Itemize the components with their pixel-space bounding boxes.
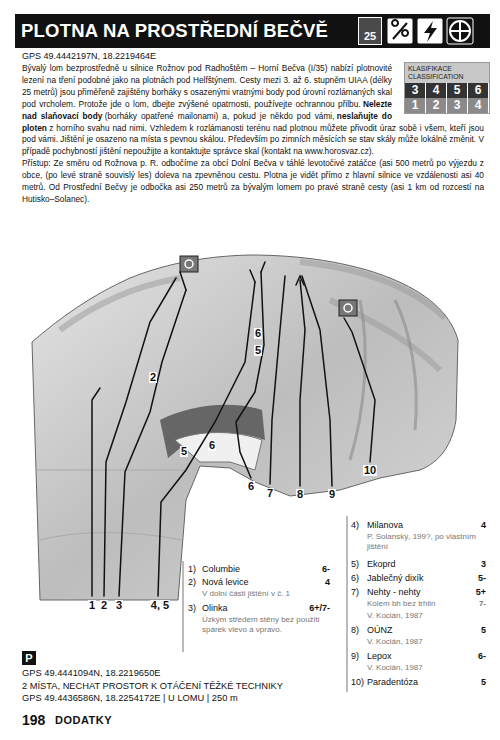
access-paragraph: Přístup: Ze směru od Rožnova p. R. odboč… [22, 158, 484, 206]
route-grade: 4 [450, 520, 486, 531]
route-note: V. Kocián, 1987 [367, 637, 479, 647]
route-number: 6 [254, 328, 262, 339]
rock-face [32, 255, 458, 600]
route-number: 5 [180, 446, 188, 457]
route-name: Ekoprd [367, 559, 396, 570]
grade-row: 3456 [405, 83, 489, 98]
route-number: 6 [247, 481, 255, 492]
classification-header: KLASIFIKACE CLASSIFICATION [405, 63, 489, 83]
route-number: 5 [254, 345, 262, 356]
route-index: 7) [351, 587, 359, 598]
route-note: Úzkým středem stěny bez použití spárek v… [202, 615, 340, 635]
route-index: 2) [188, 577, 196, 588]
route-name: Jablečný dixík [367, 573, 424, 584]
route-number: 2 [100, 600, 108, 611]
grade-cell: 4 [468, 98, 489, 113]
classification-title: KLASIFIKACE CLASSIFICATION [408, 65, 460, 81]
route-name: Lepox [367, 651, 392, 662]
body-text: z horního svahu nad nimi. Vzhledem k roz… [22, 123, 484, 157]
route-index: 5) [351, 559, 359, 570]
route-number: 2 [149, 372, 157, 383]
route-index: 6) [351, 573, 359, 584]
route-grade: 6- [285, 564, 330, 575]
route-grade: 5 [450, 677, 486, 688]
grade-cell: 3 [447, 98, 468, 113]
grade-cell: 2 [426, 98, 447, 113]
route-index: 3) [188, 603, 196, 614]
route-grade: 4 [285, 577, 330, 588]
route-name: Paradentóza [367, 677, 418, 688]
grade-cell: 4 [426, 83, 447, 98]
route-grade: 5+ [450, 587, 486, 598]
route-number: 1 [88, 600, 96, 611]
route-number: 3 [115, 600, 123, 611]
parking-letter: P [25, 652, 32, 664]
route-name: Milanova [367, 520, 403, 531]
parking-gps: GPS 49.4441094N, 18.2219650E [22, 668, 161, 679]
grade-row: 1234 [405, 98, 489, 113]
route-number: 7 [266, 488, 274, 499]
intro-paragraph: Bývalý lom bezprostředně u silnice Rožno… [22, 63, 484, 158]
route-name: OÚNZ [367, 625, 393, 636]
route-grade: 5 [450, 625, 486, 636]
parking-note: 2 MÍSTA, NECHAT PROSTOR K OTÁČENÍ TĚŽKÉ … [22, 681, 283, 692]
route-index: 9) [351, 651, 359, 662]
route-note: Kolem bh bez trhlin [367, 599, 457, 609]
route-note: V. Kocián, 1987 [367, 663, 479, 673]
grade-cell: 1 [405, 98, 426, 113]
page-number: 198 [22, 712, 45, 728]
grade-cell: 6 [468, 83, 489, 98]
route-grade: 3 [450, 559, 486, 570]
page-title: PLOTNA NA PROSTŘEDNÍ BEČVĚ [21, 20, 328, 42]
route-grade: 6+/7- [285, 603, 330, 614]
route-grade: 7- [450, 599, 486, 609]
route-index: 8) [351, 625, 359, 636]
body-text: Bývalý lom bezprostředně u silnice Rožno… [22, 63, 392, 109]
intro-text: Bývalý lom bezprostředně u silnice Rožno… [22, 63, 484, 206]
crag-gps: GPS 49.4436586N, 18.2254172E | U LOMU | … [22, 693, 238, 704]
route-grade: 6- [450, 651, 486, 662]
route-index: 4) [351, 520, 359, 531]
route-name: Nehty - nehty [367, 587, 421, 598]
route-grade: 5- [450, 573, 486, 584]
route-name: Nová levice [202, 577, 249, 588]
body-text: (borháky opatřené mailonami) a, pokud je… [105, 111, 335, 121]
list-rule [347, 516, 348, 692]
classification-box: KLASIFIKACE CLASSIFICATION34561234 [404, 62, 490, 114]
route-number: 4, 5 [150, 600, 170, 611]
route-number: 9 [328, 489, 336, 500]
parking-icon: P [22, 651, 36, 665]
float-spacer [392, 63, 484, 115]
list-rule [183, 561, 184, 652]
access-text: Přístup: Ze směru od Rožnova p. R. odboč… [22, 158, 484, 204]
route-note: P. Solanský, 199?, po vlastním jištění [367, 532, 479, 552]
title-bar [15, 14, 490, 48]
route-name: Olinka [202, 603, 228, 614]
route-name: Columbie [202, 564, 240, 575]
gps-coordinates: GPS 49.4442197N, 18.2219464E [22, 51, 156, 62]
grade-cell: 3 [405, 83, 426, 98]
route-lines [92, 262, 375, 596]
route-number: 10 [363, 465, 377, 476]
route-index: 1) [188, 564, 196, 575]
route-number: 6 [208, 440, 216, 451]
grade-cell: 5 [447, 83, 468, 98]
route-index: 10) [351, 677, 364, 688]
route-number: 8 [296, 489, 304, 500]
route-note: V dolní části jištění v č. 1 [202, 589, 342, 599]
page-badge: 25 [358, 17, 382, 45]
page-number: 25 [359, 30, 381, 42]
route-note: V. Kocián, 1987 [367, 611, 479, 621]
section-name: DODATKY [55, 714, 112, 727]
